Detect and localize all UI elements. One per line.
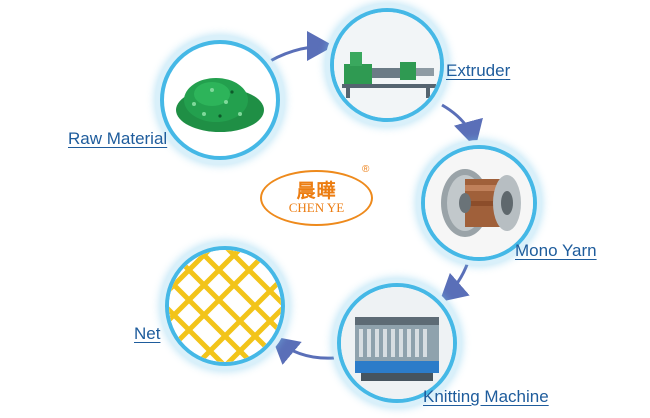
node-raw-material (160, 40, 280, 160)
label-extruder[interactable]: Extruder (446, 61, 511, 80)
arrow-raw-to-extruder (261, 31, 334, 68)
node-net (165, 246, 285, 366)
logo-chinese-name: 晨曄 (296, 180, 337, 202)
registered-mark: ® (362, 164, 370, 175)
arrow-knitting-to-net (271, 336, 335, 365)
label-raw-material[interactable]: Raw Material (68, 129, 168, 148)
yarn-spool-icon (425, 149, 533, 257)
node-knitting-machine (337, 283, 457, 403)
logo-english-name: CHEN YE (288, 200, 345, 215)
label-mono-yarn[interactable]: Mono Yarn (515, 241, 597, 260)
knitting-machine-icon (341, 287, 453, 399)
arrow-extruder-to-yarn (441, 103, 483, 148)
node-extruder (330, 8, 444, 122)
node-mono-yarn (421, 145, 537, 261)
yellow-net-icon (169, 250, 281, 362)
label-knitting-machine[interactable]: Knitting Machine (423, 387, 549, 406)
company-logo: 晨曄 CHEN YE ® (260, 164, 375, 226)
logo-oval (260, 170, 373, 226)
green-pellets-icon (176, 78, 264, 132)
extruder-machine-icon (334, 12, 440, 118)
label-net[interactable]: Net (134, 324, 161, 343)
